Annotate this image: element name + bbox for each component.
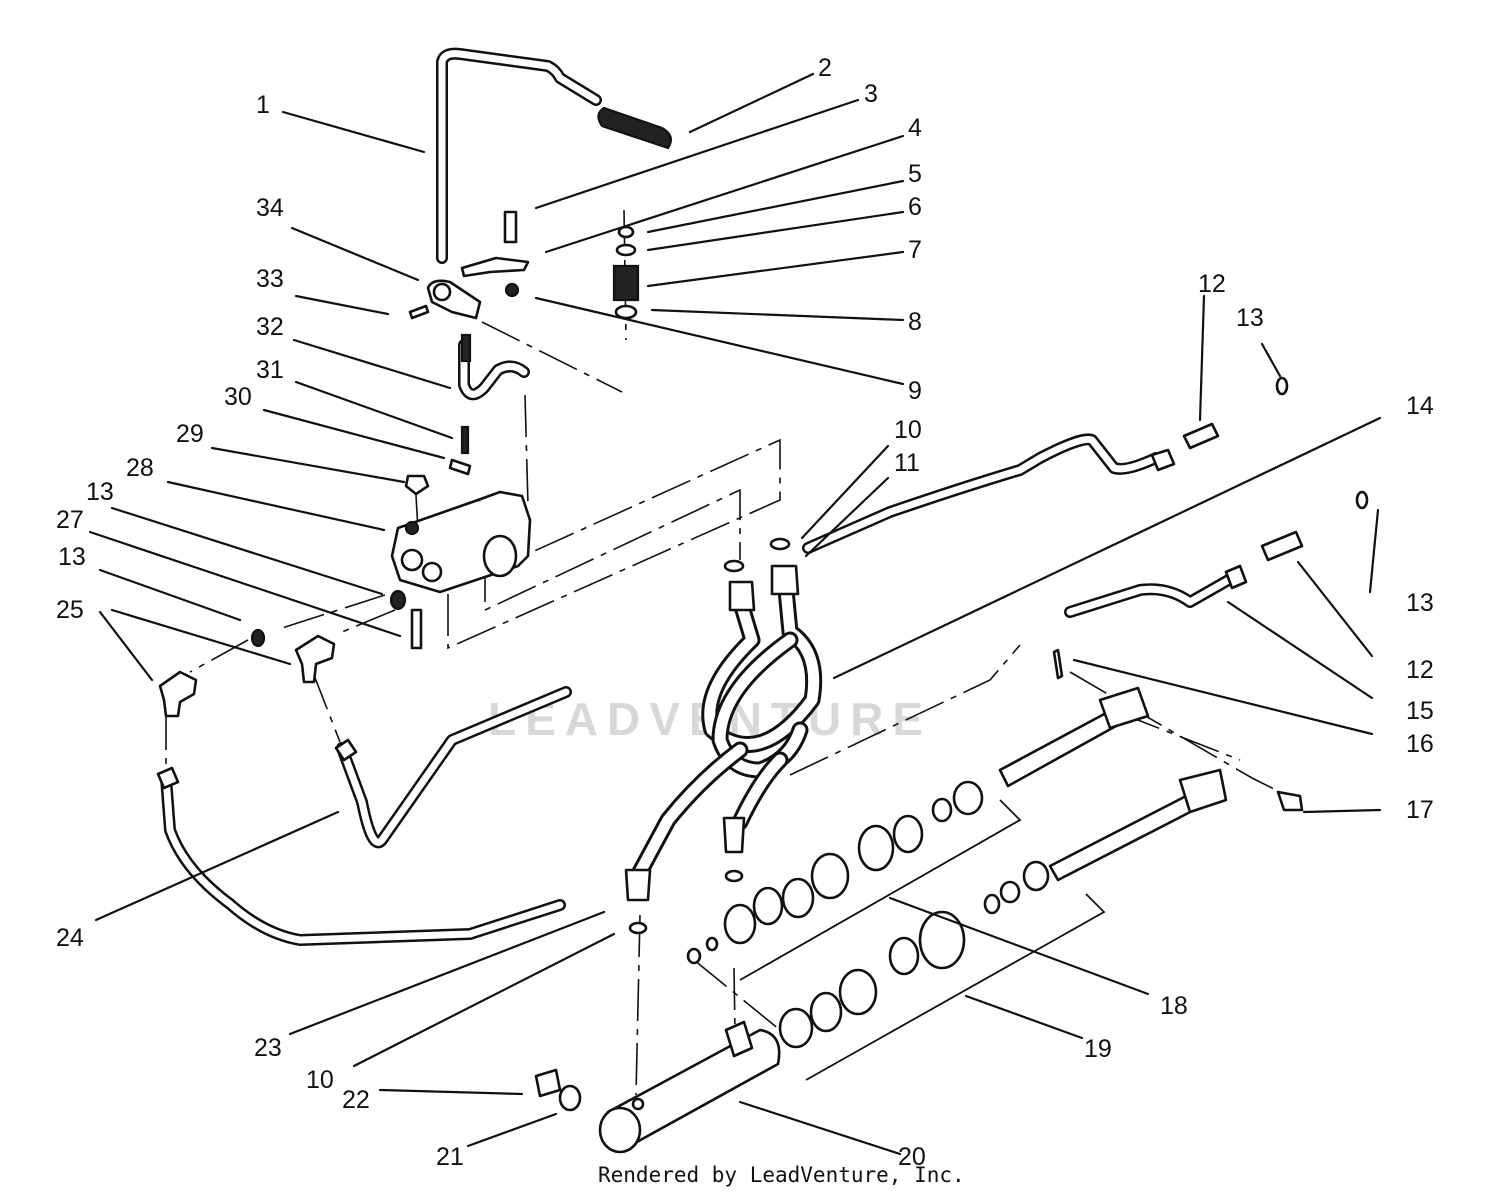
callout-22: 22 [342,1086,370,1114]
hydraulic-hoses [624,537,823,935]
control-valve [158,425,532,718]
callout-32: 32 [256,313,284,341]
callout-21: 21 [436,1143,464,1171]
rod-lower [1048,792,1200,882]
callout-27: 27 [56,506,84,534]
callout-10: 10 [894,416,922,444]
callout-14: 14 [1406,392,1434,420]
callout-2: 2 [818,54,832,82]
adapter-fittings [1182,376,1369,562]
callout-6: 6 [908,193,922,221]
callout-13d: 13 [1406,589,1434,617]
hydraulic-cylinder-20 [534,1020,781,1154]
callout-17: 17 [1406,796,1434,824]
callout-31: 31 [256,356,284,384]
callout-23: 23 [254,1034,282,1062]
pin-31 [460,425,470,455]
callout-16: 16 [1406,730,1434,758]
footer-credit: Rendered by LeadVenture, Inc. [598,1163,965,1187]
callout-13b: 13 [58,543,86,571]
bolt-3 [503,210,518,244]
callout-7: 7 [908,236,922,264]
elbow-fitting-25b [158,670,198,718]
callout-11: 11 [894,449,920,477]
elbow-fitting-25a [294,634,336,684]
callout-18: 18 [1160,992,1188,1020]
callout-29: 29 [176,420,204,448]
pin-17 [1276,790,1304,812]
cylinder-seal-kits [686,648,1304,1081]
callout-28: 28 [126,454,154,482]
clip-30 [448,458,472,476]
spring-7 [612,264,640,302]
control-handle [436,47,673,264]
oring-13c [1275,376,1289,396]
adapter-12b [1260,530,1304,562]
callout-4: 4 [908,114,922,142]
washer-21 [558,1084,582,1112]
oring-13b [250,628,266,648]
nut-9 [504,282,520,298]
callout-20: 20 [898,1143,926,1171]
callout-3: 3 [864,80,878,108]
clevis-upper [1098,686,1150,730]
washer-8 [614,304,638,320]
oring-13 [389,589,407,611]
callout-12a: 12 [1198,270,1226,298]
callout-30: 30 [224,383,252,411]
callout-13a: 13 [1236,304,1264,332]
assembly-lines [165,209,1283,1096]
bracket-4 [460,256,530,278]
oring-13d [1355,490,1369,510]
lever-linkage [408,210,640,401]
adapter-12a [1182,422,1220,450]
callout-12b: 12 [1406,656,1434,684]
hydraulic-tubes [156,433,1248,946]
callout-leaders [88,72,1382,1156]
rod-upper [998,710,1118,788]
washer-6 [615,243,637,257]
handle-grip [597,106,673,150]
bolt-27 [410,608,423,650]
callout-34: 34 [256,194,284,222]
callout-15: 15 [1406,697,1434,725]
callout-13c: 13 [86,478,114,506]
callout-5: 5 [908,160,922,188]
callout-24: 24 [56,924,84,952]
callout-19: 19 [1084,1035,1112,1063]
callout-1: 1 [256,91,270,119]
nut-29 [404,474,430,496]
callout-9: 9 [908,377,922,405]
callout-25: 25 [56,596,84,624]
callout-numbers: 1 2 3 4 5 6 7 8 9 10 11 12 13 14 15 16 1… [56,54,1434,1171]
pin-33 [408,304,430,320]
callout-8: 8 [908,308,922,336]
callout-33: 33 [256,265,284,293]
cotter-16 [1052,648,1064,680]
clevis-lower [1178,768,1228,814]
rod-32 [460,333,472,363]
nut-22 [534,1068,562,1098]
callout-10b: 10 [306,1066,334,1094]
